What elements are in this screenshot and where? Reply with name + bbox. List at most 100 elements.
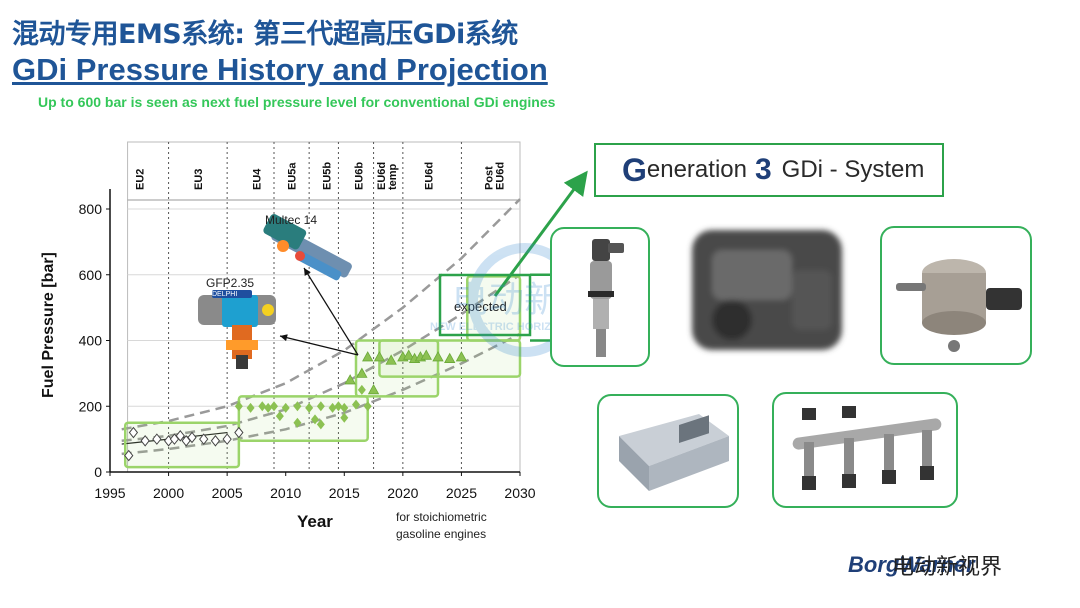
ecu-icon xyxy=(619,414,729,491)
diamond-marker xyxy=(293,401,302,412)
triangle-marker xyxy=(420,349,432,360)
diamond-marker xyxy=(246,402,255,413)
open-diamond-marker xyxy=(175,430,185,442)
diamond-marker xyxy=(357,384,366,395)
fuel-rail-icon xyxy=(792,406,942,490)
gfp-label: GFP2.35 xyxy=(206,276,254,290)
injector-icon xyxy=(588,239,624,357)
triangle-marker xyxy=(432,351,444,362)
open-diamond-marker xyxy=(222,433,232,445)
open-diamond-marker xyxy=(128,426,139,439)
triangle-marker xyxy=(367,383,380,395)
stage-label: EU4 xyxy=(251,168,263,190)
stoich-note-line1: for stoichiometric xyxy=(396,510,487,524)
diamond-marker xyxy=(305,402,314,413)
open-diamond-marker xyxy=(124,449,134,462)
x-tick-label: 2030 xyxy=(504,485,535,501)
multec-injector-image xyxy=(263,214,352,281)
diamond-marker xyxy=(334,401,343,412)
x-tick-label: 2000 xyxy=(153,485,184,501)
x-tick-label: 2005 xyxy=(212,485,243,501)
gen-tail: GDi - System xyxy=(781,156,925,183)
x-tick-label: 2010 xyxy=(270,485,301,501)
fuel-rail-photo xyxy=(772,392,958,508)
injector-photo xyxy=(550,227,650,367)
gen-rest: eneration xyxy=(646,156,747,183)
x-tick-label: 1995 xyxy=(94,485,125,501)
stage-label: temp xyxy=(387,163,399,190)
multec-label: Multec 14 xyxy=(265,213,317,227)
watermark-text: 电动新视界 xyxy=(892,555,1003,580)
triangle-marker xyxy=(344,374,356,385)
diamond-marker xyxy=(270,401,278,412)
open-diamond-marker xyxy=(234,426,244,439)
diamond-marker xyxy=(352,399,360,410)
diamond-marker xyxy=(281,402,290,413)
gen-number: 3 xyxy=(754,153,772,186)
delphi-logo-text: DELPHI xyxy=(212,291,237,298)
diamond-marker xyxy=(316,401,325,412)
x-axis-title: Year xyxy=(297,512,333,531)
diamond-marker xyxy=(363,401,372,412)
stage-label: EU6d xyxy=(424,162,436,190)
group-box xyxy=(466,275,522,342)
slide-title-chinese: 混动专用EMS系统: 第三代超高压GDi系统 xyxy=(12,19,518,50)
triangle-marker xyxy=(373,351,386,362)
triangle-marker xyxy=(403,349,415,360)
arrow-to-multec xyxy=(303,267,359,356)
stage-label: EU3 xyxy=(193,169,205,190)
x-tick-label: 2025 xyxy=(446,485,477,501)
group-box xyxy=(123,421,241,469)
diamond-marker xyxy=(293,417,302,428)
stage-label: EU6b xyxy=(353,162,365,190)
diamond-marker xyxy=(311,414,319,425)
y-tick-label: 200 xyxy=(79,398,103,414)
ecu-photo xyxy=(597,394,739,508)
diamond-marker xyxy=(316,419,325,430)
y-tick-label: 600 xyxy=(79,267,103,283)
stage-label: EU5a xyxy=(287,162,299,190)
trend-band-upper xyxy=(121,198,521,431)
open-diamond-marker xyxy=(152,433,162,445)
slide-subtitle: Up to 600 bar is seen as next fuel press… xyxy=(38,94,556,110)
open-diamond-marker xyxy=(187,431,197,444)
stoich-note-line2: gasoline engines xyxy=(396,527,486,541)
engine-icon xyxy=(692,230,842,350)
x-tick-label: 2020 xyxy=(387,485,418,501)
expected-box xyxy=(438,273,532,337)
group-box xyxy=(237,395,369,443)
gfp-pump-image xyxy=(198,290,276,369)
triangle-marker xyxy=(455,351,468,362)
stage-label: EU5b xyxy=(322,162,334,190)
engine-photo xyxy=(672,210,862,375)
diamond-marker xyxy=(234,401,243,412)
stage-label: EU6d xyxy=(376,162,388,190)
stage-label: Post xyxy=(484,166,496,190)
pump-icon xyxy=(896,259,1022,352)
diamond-marker xyxy=(258,401,267,412)
gen-g-letter: G xyxy=(622,151,647,188)
stage-label: EU6d xyxy=(495,162,507,190)
triangle-marker xyxy=(362,351,374,362)
svg-text:NEW ELECTRIC HORIZON: NEW ELECTRIC HORIZON xyxy=(430,321,568,333)
y-tick-label: 0 xyxy=(94,464,102,480)
open-diamond-marker xyxy=(210,434,221,447)
diamond-marker xyxy=(340,412,349,423)
open-diamond-marker xyxy=(140,434,150,447)
y-tick-label: 800 xyxy=(79,201,103,217)
y-axis-title: Fuel Pressure [bar] xyxy=(40,252,57,398)
stage-label: EU2 xyxy=(134,169,146,190)
open-diamond-marker xyxy=(199,433,209,445)
diamond-marker xyxy=(275,411,284,422)
borgwarner-logo: BorgWarner xyxy=(848,552,975,577)
diamond-marker xyxy=(340,402,349,413)
arrow-to-gfp xyxy=(279,334,359,356)
diamond-marker xyxy=(264,402,273,413)
pump-photo xyxy=(880,226,1032,365)
triangle-marker xyxy=(444,352,456,363)
expected-label: expected xyxy=(454,299,507,314)
slide-title-english: GDi Pressure History and Projection xyxy=(12,52,548,87)
x-tick-label: 2015 xyxy=(329,485,360,501)
